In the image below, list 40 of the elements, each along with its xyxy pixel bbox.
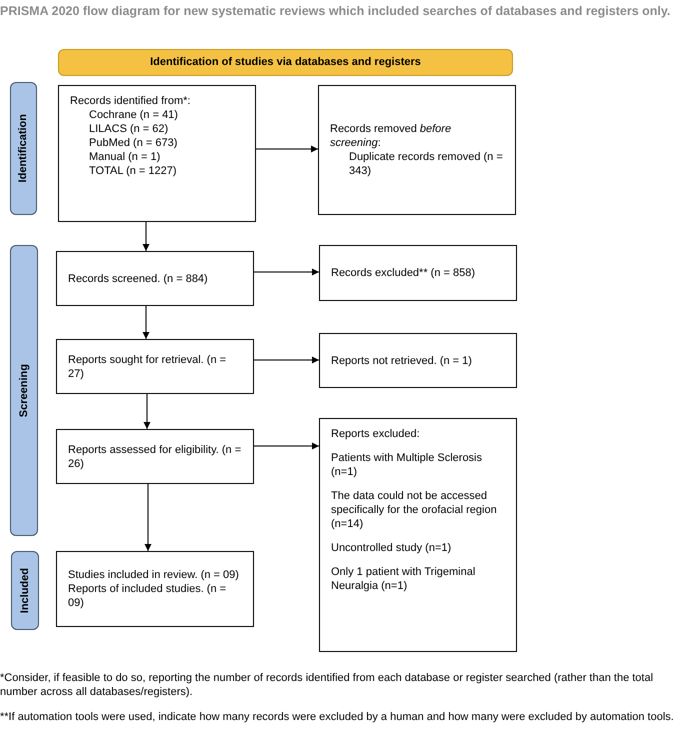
process-box	[56, 429, 254, 484]
stage-label: Included	[18, 568, 32, 614]
box-text: Records identified from*:	[70, 94, 192, 108]
stage-band	[10, 82, 37, 215]
banner-heading: Identification of studies via databases and registers	[150, 55, 421, 70]
process-box	[319, 418, 517, 652]
stage-label: Identification	[16, 114, 30, 183]
box-text: Records screened. (n = 884)	[68, 272, 209, 286]
stage-label: Screening	[16, 364, 31, 418]
box-text: LILACS (n = 62)	[88, 122, 170, 136]
box-text: Reports not retrieved. (n = 1)	[331, 354, 473, 368]
box-text: PubMed (n = 673)	[88, 136, 178, 150]
stage-band	[10, 245, 38, 536]
process-box	[56, 339, 254, 394]
box-text: Reports assessed for eligibility. (n = 26)	[68, 442, 242, 470]
box-text: Records removed before screening:	[330, 122, 452, 150]
stage-band	[11, 551, 39, 630]
box-text: Cochrane (n = 41)	[88, 108, 179, 122]
box-text: Records excluded** (n = 858)	[331, 266, 476, 280]
box-text: Reports sought for retrieval. (n = 27)	[68, 352, 228, 380]
box-text: Patients with Multiple Sclerosis (n=1)	[331, 451, 484, 479]
box-text: Reports excluded:	[331, 427, 421, 441]
footnote: *Consider, if feasible to do so, reporting the number of records identified from each database or register searched (rather than the total number across all databases/registers).	[0, 671, 654, 699]
box-text: The data could not be accessed specifically for the orofacial region (n=14)	[331, 489, 498, 531]
box-text: Reports of included studies. (n = 09)	[68, 582, 228, 610]
box-text: Only 1 patient with Trigeminal Neuralgia (n=1)	[331, 565, 476, 593]
process-box	[58, 85, 256, 222]
process-box	[319, 245, 517, 301]
diagram-title: PRISMA 2020 flow diagram for new systematic reviews which included searches of databases and registers only.	[0, 3, 672, 20]
process-box	[56, 251, 254, 306]
process-box	[318, 85, 516, 215]
box-text: Studies included in review. (n = 09)	[68, 568, 240, 582]
box-text: TOTAL (n = 1227)	[88, 164, 178, 178]
box-text: Duplicate records removed (n = 343)	[348, 150, 504, 178]
box-text: Manual (n = 1)	[88, 150, 162, 164]
section-banner	[58, 49, 513, 76]
process-box	[319, 333, 517, 388]
process-box	[56, 551, 254, 627]
footnote: **If automation tools were used, indicate how many records were excluded by a human and how many were excluded by automation tools.	[0, 710, 675, 724]
box-text: Uncontrolled study (n=1)	[331, 541, 452, 555]
